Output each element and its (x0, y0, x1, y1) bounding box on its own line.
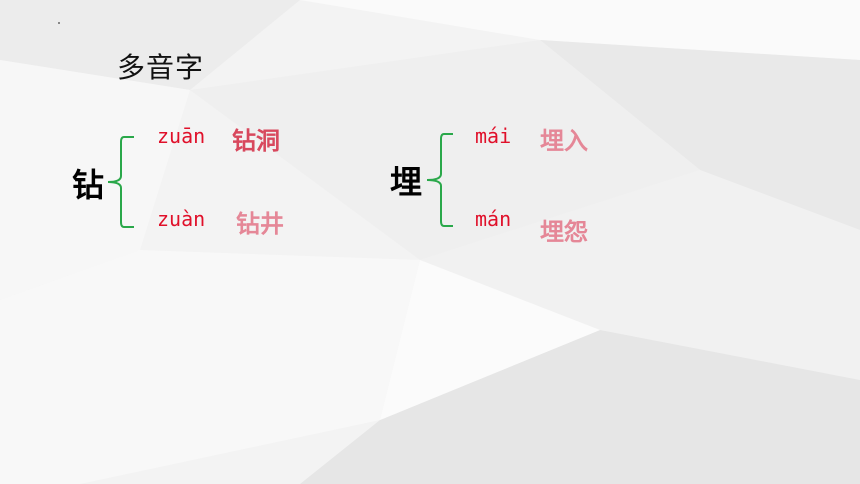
pinyin-man: mán (475, 207, 512, 231)
bracket-icon (107, 136, 134, 228)
bracket-icon (426, 133, 453, 227)
decorative-dot (58, 22, 60, 24)
word-zuanjing: 钻井 (236, 210, 284, 238)
character-mai: 埋 (390, 163, 423, 201)
pinyin-mai: mái (475, 124, 512, 148)
word-zuandong: 钻洞 (232, 127, 280, 155)
character-zuan: 钻 (72, 166, 105, 204)
word-manyuan: 埋怨 (540, 218, 588, 246)
page-title: 多音字 (117, 51, 205, 84)
pinyin-zuan4: zuàn (157, 207, 206, 231)
pinyin-zuan1: zuān (157, 124, 206, 148)
word-mairu: 埋入 (540, 127, 588, 155)
